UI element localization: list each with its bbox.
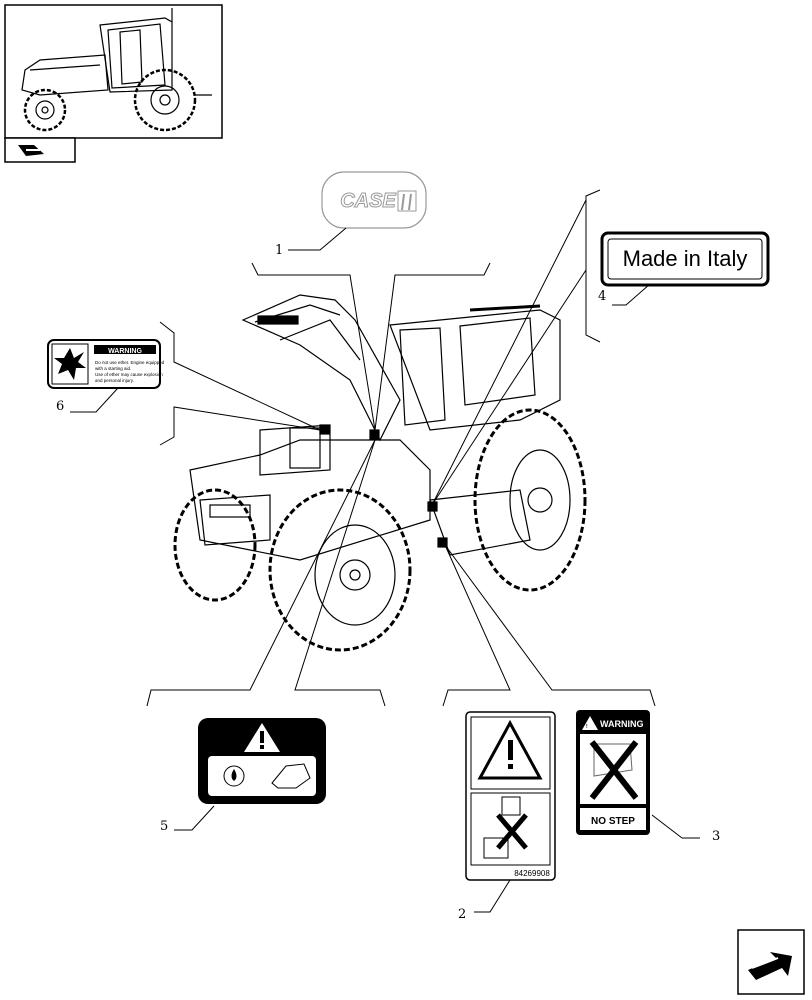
no-step-x-icon <box>589 740 639 800</box>
made-in-text: Made in Italy <box>623 246 748 271</box>
decal-2-tall-warning: 84269908 <box>465 711 556 881</box>
prohibited-x-icon <box>496 813 528 850</box>
thumbnail-frame <box>4 4 223 139</box>
warning-body-line-1: Do not use ether. Engine equipped <box>95 360 165 365</box>
part-number-text: 84269908 <box>514 869 550 878</box>
callout-6: 6 <box>56 399 64 414</box>
decal-1-case-ih-logo: CASE <box>321 171 427 229</box>
leader-lines <box>146 189 656 707</box>
callout-3: 3 <box>712 829 720 844</box>
callout-5: 5 <box>160 819 168 834</box>
warning-big-label: WARNING <box>600 719 644 729</box>
decal-3-no-step: ! WARNING NO STEP <box>576 710 650 835</box>
warning-body-line-4: and personal injury. <box>95 378 134 383</box>
explosion-icon <box>54 348 86 380</box>
decal-6-ether-warning: WARNING Do not use ether. Engine equippe… <box>47 339 165 389</box>
brand-text: CASE <box>340 190 396 212</box>
tractor-illustration <box>173 294 587 652</box>
warning-small-label: WARNING <box>108 348 142 355</box>
svg-text:!: ! <box>586 724 588 730</box>
decal-4-made-in-italy: Made in Italy <box>600 231 770 287</box>
warning-body-line-3: Use of ether may cause explosion <box>95 372 163 377</box>
tractor-thumbnail-icon <box>21 8 212 132</box>
oil-drop-icon <box>223 765 245 787</box>
previous-page-arrow-icon[interactable] <box>4 137 76 163</box>
callouts <box>70 227 700 913</box>
warning-body-line-2: with a starting aid. <box>95 366 131 371</box>
callout-4: 4 <box>598 289 606 304</box>
next-page-arrow-icon[interactable] <box>737 929 805 995</box>
callout-2: 2 <box>458 907 466 922</box>
no-step-label: NO STEP <box>591 816 635 827</box>
hand-icon <box>271 763 311 789</box>
decal-5-oil-warning <box>198 718 326 804</box>
callout-1: 1 <box>275 243 283 258</box>
